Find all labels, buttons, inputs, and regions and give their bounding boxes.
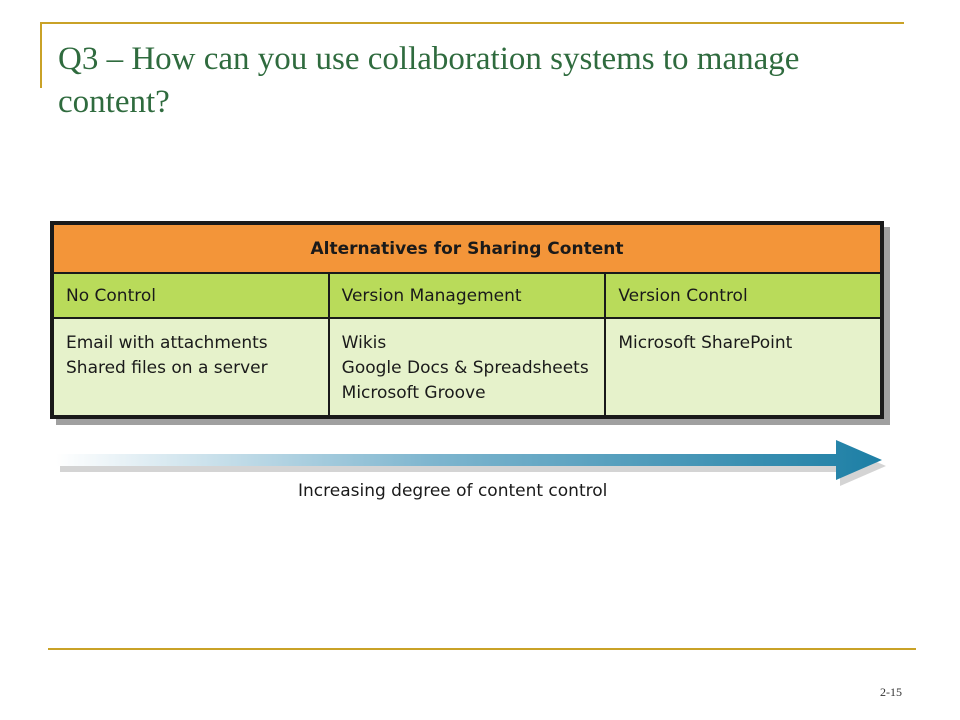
column-header-no-control: No Control (51, 272, 330, 319)
list-item: Microsoft Groove (341, 383, 486, 403)
content-control-arrow (56, 438, 886, 486)
list-item: Shared files on a server (66, 358, 268, 378)
column-header-row: No Control Version Management Version Co… (51, 272, 883, 319)
cell-version-management: Wikis Google Docs & Spreadsheets Microso… (327, 317, 607, 418)
table-header-row: Alternatives for Sharing Content (51, 222, 883, 274)
arrow-caption: Increasing degree of content control (298, 481, 608, 501)
list-item: Email with attachments (66, 333, 268, 353)
cell-no-control: Email with attachments Shared files on a… (51, 317, 330, 418)
sharing-table-figure: Alternatives for Sharing Content No Cont… (50, 221, 884, 419)
list-item: Google Docs & Spreadsheets (341, 358, 589, 378)
arrow-right-icon (56, 440, 886, 486)
table-row: Email with attachments Shared files on a… (51, 317, 883, 418)
slide-number: 2-15 (880, 685, 902, 699)
left-rule (40, 22, 42, 88)
list-item: Microsoft SharePoint (618, 333, 793, 353)
column-header-version-management: Version Management (327, 272, 607, 319)
top-rule (40, 22, 904, 24)
bottom-rule (48, 648, 916, 650)
list-item: Wikis (341, 333, 387, 353)
table-header: Alternatives for Sharing Content (51, 222, 883, 274)
sharing-table: Alternatives for Sharing Content No Cont… (50, 221, 884, 419)
page-title: Q3 – How can you use collaboration syste… (58, 41, 800, 120)
column-header-version-control: Version Control (604, 272, 883, 319)
cell-version-control: Microsoft SharePoint (604, 317, 883, 418)
